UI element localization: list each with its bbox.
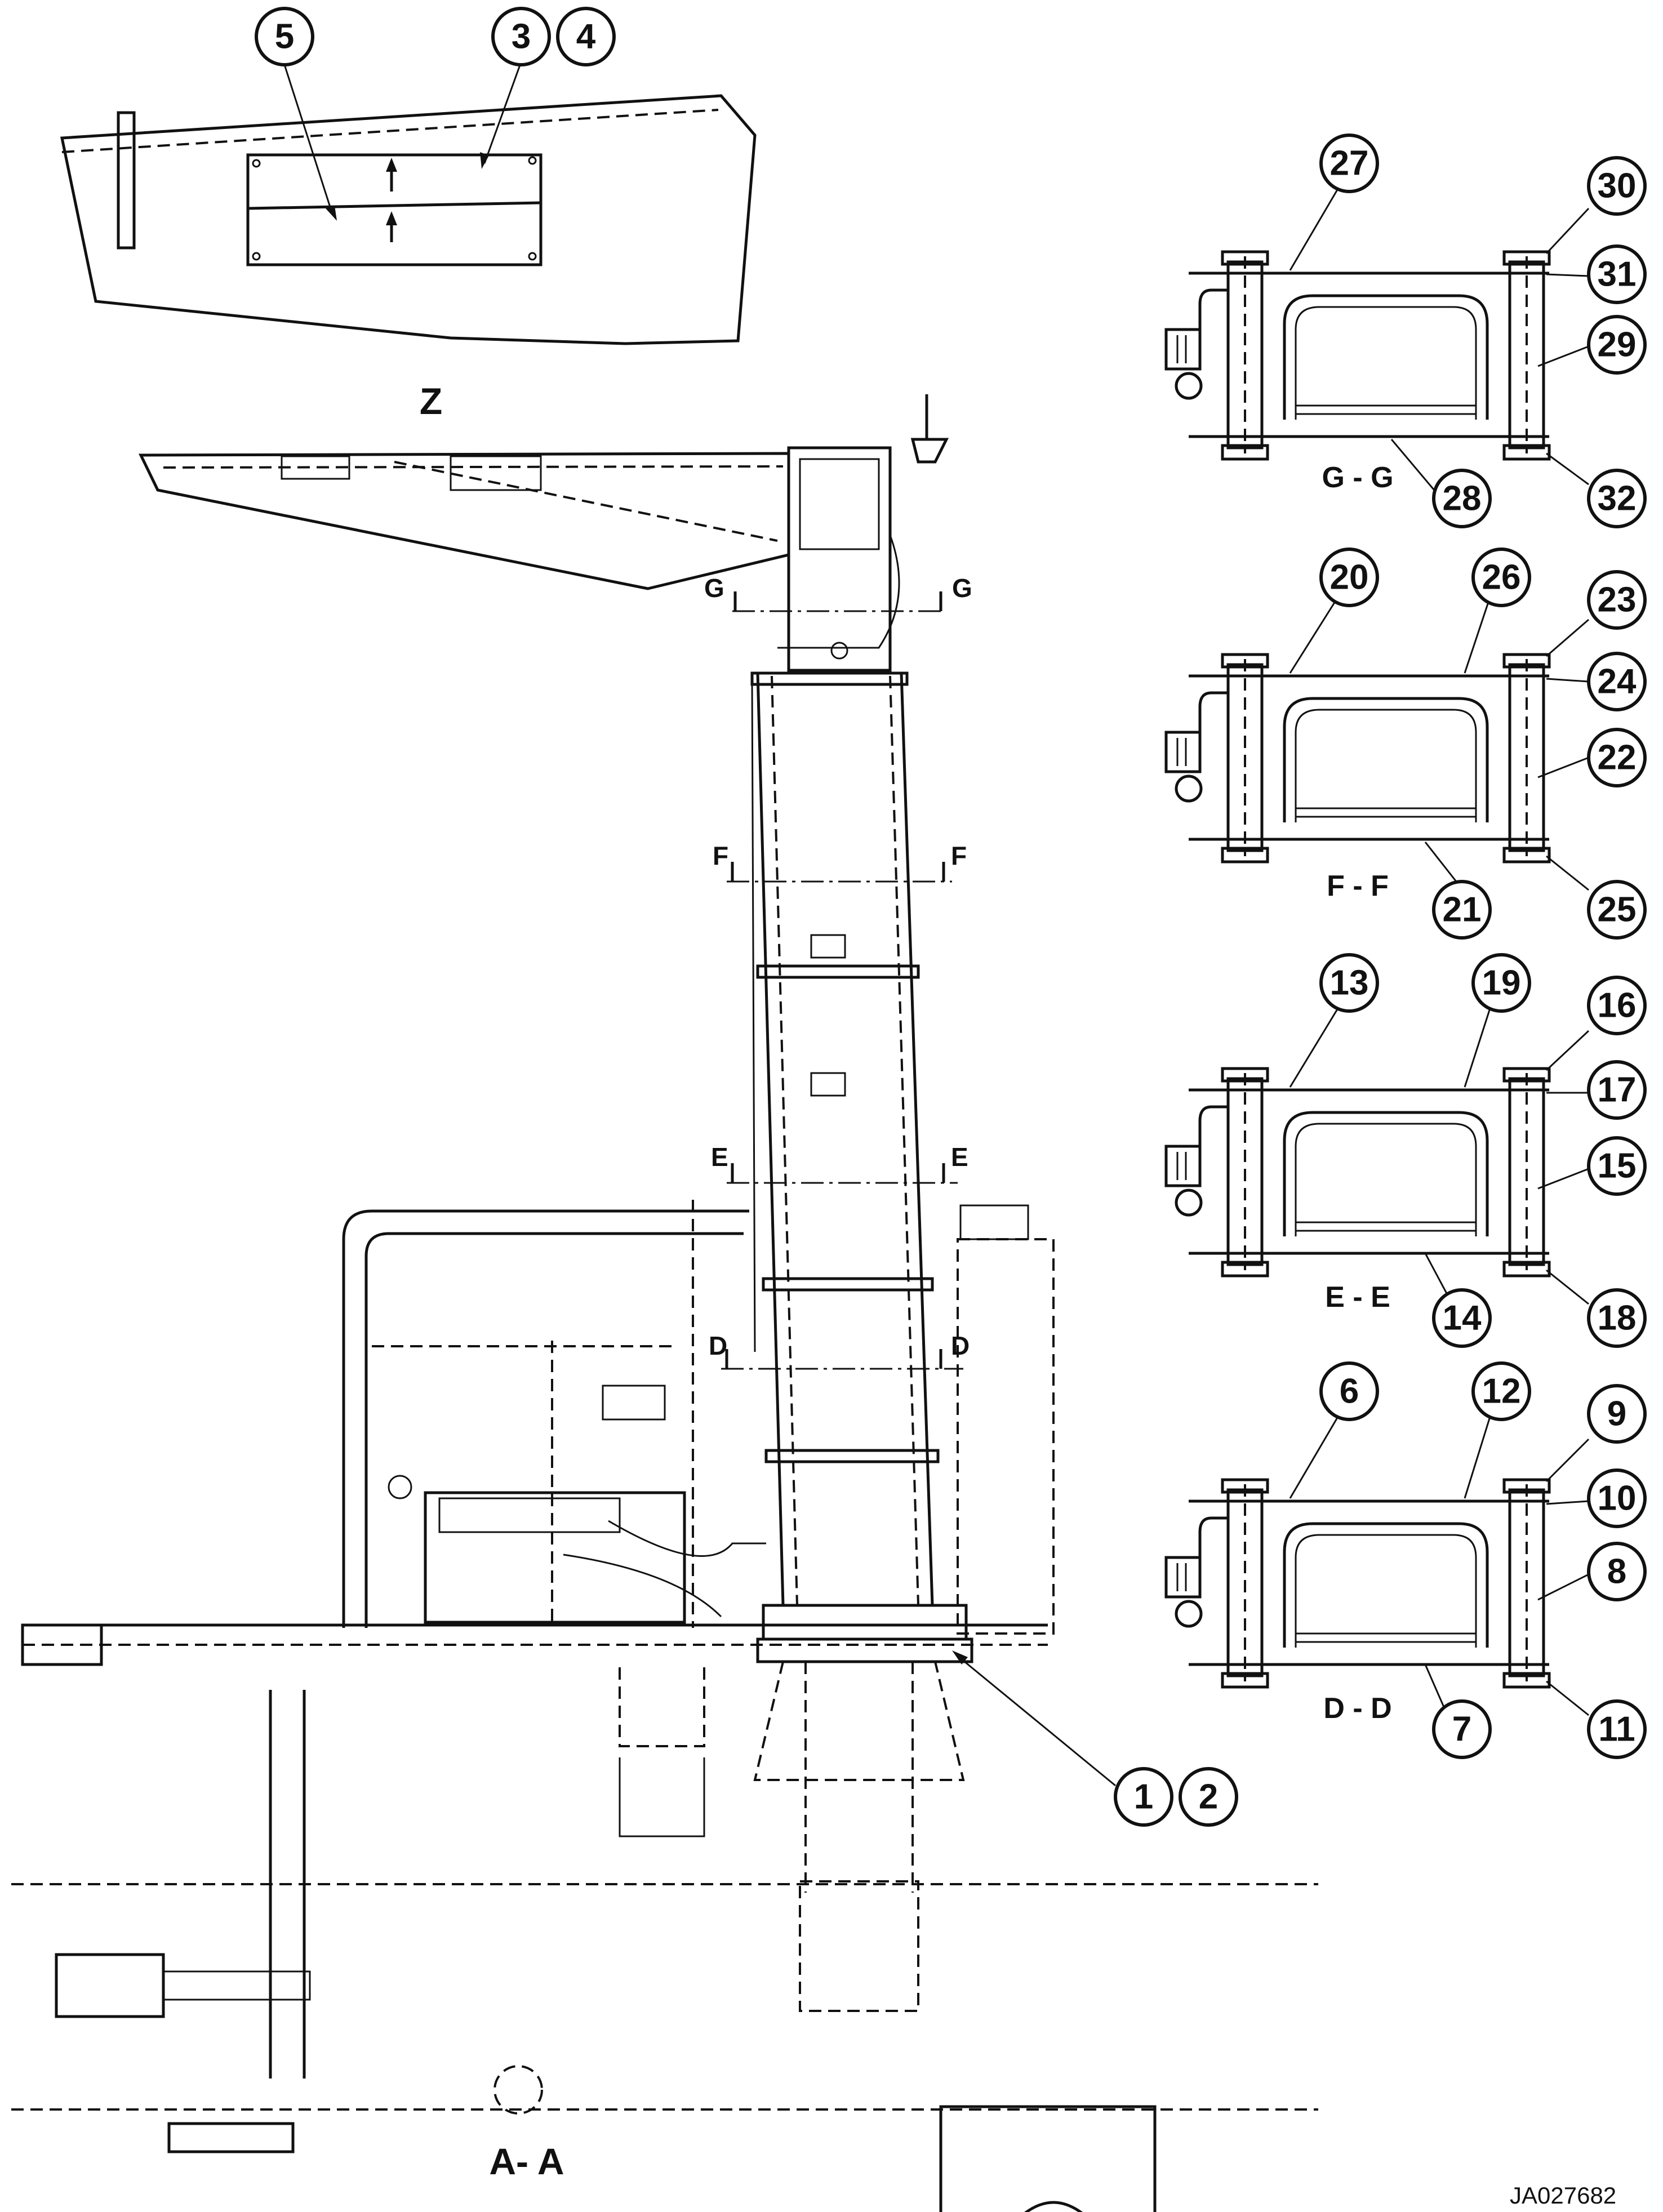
svg-text:3: 3 [512, 17, 531, 56]
callout-28: 28 [1432, 469, 1492, 528]
callout-16: 16 [1587, 976, 1647, 1035]
section-gg-label: G - G [1322, 461, 1393, 494]
svg-text:31: 31 [1598, 255, 1637, 294]
svg-text:27: 27 [1330, 144, 1369, 183]
callout-4: 4 [556, 7, 616, 66]
callout-11: 11 [1587, 1699, 1647, 1759]
svg-text:13: 13 [1330, 964, 1369, 1003]
callout-10: 10 [1587, 1468, 1647, 1528]
svg-text:8: 8 [1607, 1552, 1626, 1591]
view-aa-label: A- A [489, 2140, 564, 2182]
svg-text:12: 12 [1482, 1372, 1521, 1411]
cut-f-left: F [713, 841, 728, 870]
svg-text:6: 6 [1340, 1372, 1359, 1411]
callout-27: 27 [1319, 133, 1379, 193]
callouts-ee: 13 19 16 17 15 14 18 [1319, 953, 1647, 1348]
svg-text:30: 30 [1598, 167, 1637, 206]
callout-17: 17 [1587, 1060, 1647, 1120]
svg-text:2: 2 [1199, 1778, 1218, 1817]
cut-g-left: G [704, 573, 724, 603]
svg-text:22: 22 [1598, 738, 1637, 777]
callout-9: 9 [1587, 1384, 1647, 1444]
callout-19: 19 [1471, 953, 1531, 1013]
callout-24: 24 [1587, 652, 1647, 711]
callout-25: 25 [1587, 880, 1647, 940]
callout-6: 6 [1319, 1361, 1379, 1421]
svg-text:32: 32 [1598, 479, 1637, 518]
callout-14: 14 [1432, 1288, 1492, 1348]
callout-21: 21 [1432, 880, 1492, 940]
svg-text:7: 7 [1452, 1710, 1471, 1749]
callout-2: 2 [1179, 1767, 1238, 1827]
callout-3: 3 [491, 7, 551, 66]
callout-22: 22 [1587, 728, 1647, 787]
callout-1: 1 [1114, 1767, 1173, 1827]
section-ee-label: E - E [1325, 1281, 1390, 1314]
callout-20: 20 [1319, 548, 1379, 607]
view-z-label: Z [420, 380, 442, 422]
callouts-dd: 6 12 9 10 8 7 11 [1319, 1361, 1647, 1759]
cut-e-right: E [951, 1142, 968, 1172]
svg-text:23: 23 [1598, 581, 1637, 620]
svg-text:10: 10 [1598, 1479, 1637, 1518]
view-aa [11, 394, 1318, 2212]
callout-26: 26 [1471, 548, 1531, 607]
cut-e-left: E [711, 1142, 728, 1172]
callout-13: 13 [1319, 953, 1379, 1013]
callout-12: 12 [1471, 1361, 1531, 1421]
callout-32: 32 [1587, 469, 1647, 528]
callouts-gg: 27 30 31 29 28 32 [1319, 133, 1647, 528]
svg-text:24: 24 [1598, 662, 1637, 701]
callout-30: 30 [1587, 156, 1647, 216]
svg-text:29: 29 [1598, 326, 1637, 364]
svg-text:1: 1 [1134, 1778, 1153, 1817]
callouts-ff: 20 26 23 24 22 21 25 [1319, 548, 1647, 940]
svg-text:20: 20 [1330, 558, 1369, 597]
callout-7: 7 [1432, 1699, 1492, 1759]
callout-29: 29 [1587, 315, 1647, 375]
svg-text:25: 25 [1598, 891, 1637, 929]
svg-text:17: 17 [1598, 1071, 1637, 1110]
callout-8: 8 [1587, 1542, 1647, 1601]
cut-d-left: D [709, 1331, 727, 1360]
svg-text:4: 4 [576, 17, 596, 56]
callout-23: 23 [1587, 570, 1647, 630]
cut-marks: G G F F E E D D [704, 573, 972, 1360]
svg-text:28: 28 [1443, 479, 1482, 518]
svg-text:9: 9 [1607, 1395, 1626, 1434]
callout-15: 15 [1587, 1136, 1647, 1196]
svg-text:5: 5 [275, 17, 294, 56]
section-ff-label: F - F [1327, 870, 1389, 902]
callout-5: 5 [255, 7, 314, 66]
callout-31: 31 [1587, 244, 1647, 304]
svg-text:19: 19 [1482, 964, 1521, 1003]
svg-text:18: 18 [1598, 1299, 1637, 1338]
svg-text:26: 26 [1482, 558, 1521, 597]
cut-g-right: G [952, 573, 972, 603]
svg-text:11: 11 [1598, 1710, 1635, 1749]
svg-text:21: 21 [1443, 891, 1482, 929]
cut-d-right: D [951, 1331, 970, 1360]
view-z [60, 61, 757, 345]
callout-18: 18 [1587, 1288, 1647, 1348]
drawing-code: JA027682 [1510, 2182, 1616, 2209]
section-dd-label: D - D [1323, 1692, 1391, 1725]
svg-text:16: 16 [1598, 986, 1637, 1025]
cut-f-right: F [951, 841, 967, 870]
svg-text:14: 14 [1443, 1299, 1482, 1338]
svg-text:15: 15 [1598, 1147, 1637, 1186]
